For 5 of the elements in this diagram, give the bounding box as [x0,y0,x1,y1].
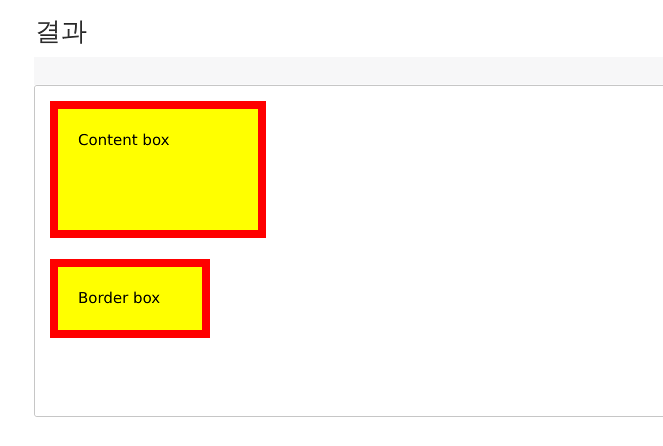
box-label: Content box [78,131,170,149]
page-heading: 결과 [35,16,87,49]
demo-box [50,101,266,238]
demo-box [50,259,210,338]
box-label: Border box [78,289,160,307]
